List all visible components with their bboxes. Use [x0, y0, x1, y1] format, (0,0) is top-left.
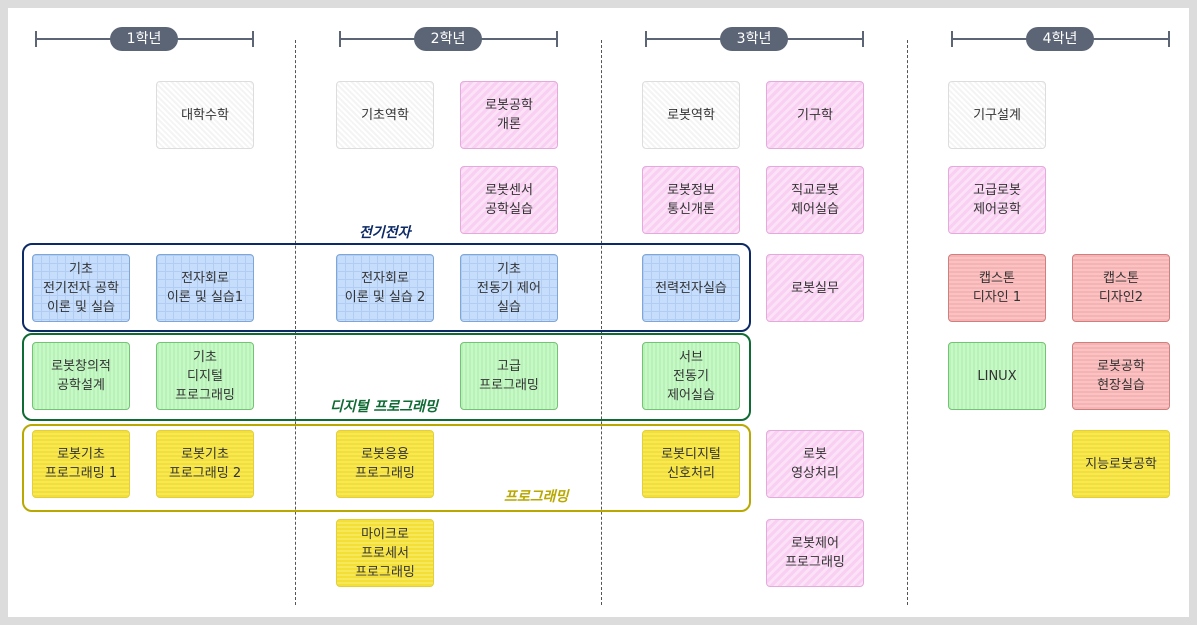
year-label: 2학년 [414, 27, 482, 51]
course-box[interactable]: 대학수학 [156, 81, 254, 149]
course-box[interactable]: 기구설계 [948, 81, 1046, 149]
course-box[interactable]: 로봇기초 프로그래밍 2 [156, 430, 254, 498]
year-label: 3학년 [720, 27, 788, 51]
course-box[interactable]: 캡스톤 디자인2 [1072, 254, 1170, 322]
year-divider [601, 40, 602, 605]
course-box[interactable]: 로봇 영상처리 [766, 430, 864, 498]
timeline-tick [339, 31, 341, 47]
year-divider [295, 40, 296, 605]
course-box[interactable]: 서브 전동기 제어실습 [642, 342, 740, 410]
timeline-tick [252, 31, 254, 47]
course-box[interactable]: 로봇기초 프로그래밍 1 [32, 430, 130, 498]
course-box[interactable]: 지능로봇공학 [1072, 430, 1170, 498]
group-label-programming: 프로그래밍 [502, 486, 571, 506]
course-box[interactable]: 로봇센서 공학실습 [460, 166, 558, 234]
course-box[interactable]: 기초 디지털 프로그래밍 [156, 342, 254, 410]
course-box[interactable]: 로봇공학 현장실습 [1072, 342, 1170, 410]
course-box[interactable]: 전자회로 이론 및 실습 2 [336, 254, 434, 322]
course-box[interactable]: 로봇실무 [766, 254, 864, 322]
course-box[interactable]: 로봇응용 프로그래밍 [336, 430, 434, 498]
course-box[interactable]: 로봇제어 프로그래밍 [766, 519, 864, 587]
year-label: 4학년 [1026, 27, 1094, 51]
course-box[interactable]: 전자회로 이론 및 실습1 [156, 254, 254, 322]
course-box[interactable]: 고급 프로그래밍 [460, 342, 558, 410]
course-box[interactable]: 로봇디지털 신호처리 [642, 430, 740, 498]
course-box[interactable]: 기초 전기전자 공학 이론 및 실습 [32, 254, 130, 322]
course-box[interactable]: 기초역학 [336, 81, 434, 149]
timeline-tick [951, 31, 953, 47]
timeline-tick [1168, 31, 1170, 47]
group-label-digital: 디지털 프로그래밍 [328, 396, 440, 416]
course-box[interactable]: 로봇정보 통신개론 [642, 166, 740, 234]
course-box[interactable]: 기초 전동기 제어 실습 [460, 254, 558, 322]
timeline-tick [35, 31, 37, 47]
course-box[interactable]: LINUX [948, 342, 1046, 410]
group-box-digital [22, 333, 751, 421]
course-box[interactable]: 로봇역학 [642, 81, 740, 149]
timeline-tick [556, 31, 558, 47]
group-box-programming [22, 424, 751, 512]
course-box[interactable]: 캡스톤 디자인 1 [948, 254, 1046, 322]
course-box[interactable]: 전력전자실습 [642, 254, 740, 322]
year-divider [907, 40, 908, 605]
course-box[interactable]: 마이크로 프로세서 프로그래밍 [336, 519, 434, 587]
timeline-tick [862, 31, 864, 47]
course-box[interactable]: 로봇공학 개론 [460, 81, 558, 149]
course-box[interactable]: 직교로봇 제어실습 [766, 166, 864, 234]
course-box[interactable]: 고급로봇 제어공학 [948, 166, 1046, 234]
timeline-tick [645, 31, 647, 47]
group-label-electrical: 전기전자 [357, 222, 413, 242]
group-box-electrical [22, 243, 751, 332]
course-box[interactable]: 로봇창의적 공학설계 [32, 342, 130, 410]
year-label: 1학년 [110, 27, 178, 51]
course-box[interactable]: 기구학 [766, 81, 864, 149]
